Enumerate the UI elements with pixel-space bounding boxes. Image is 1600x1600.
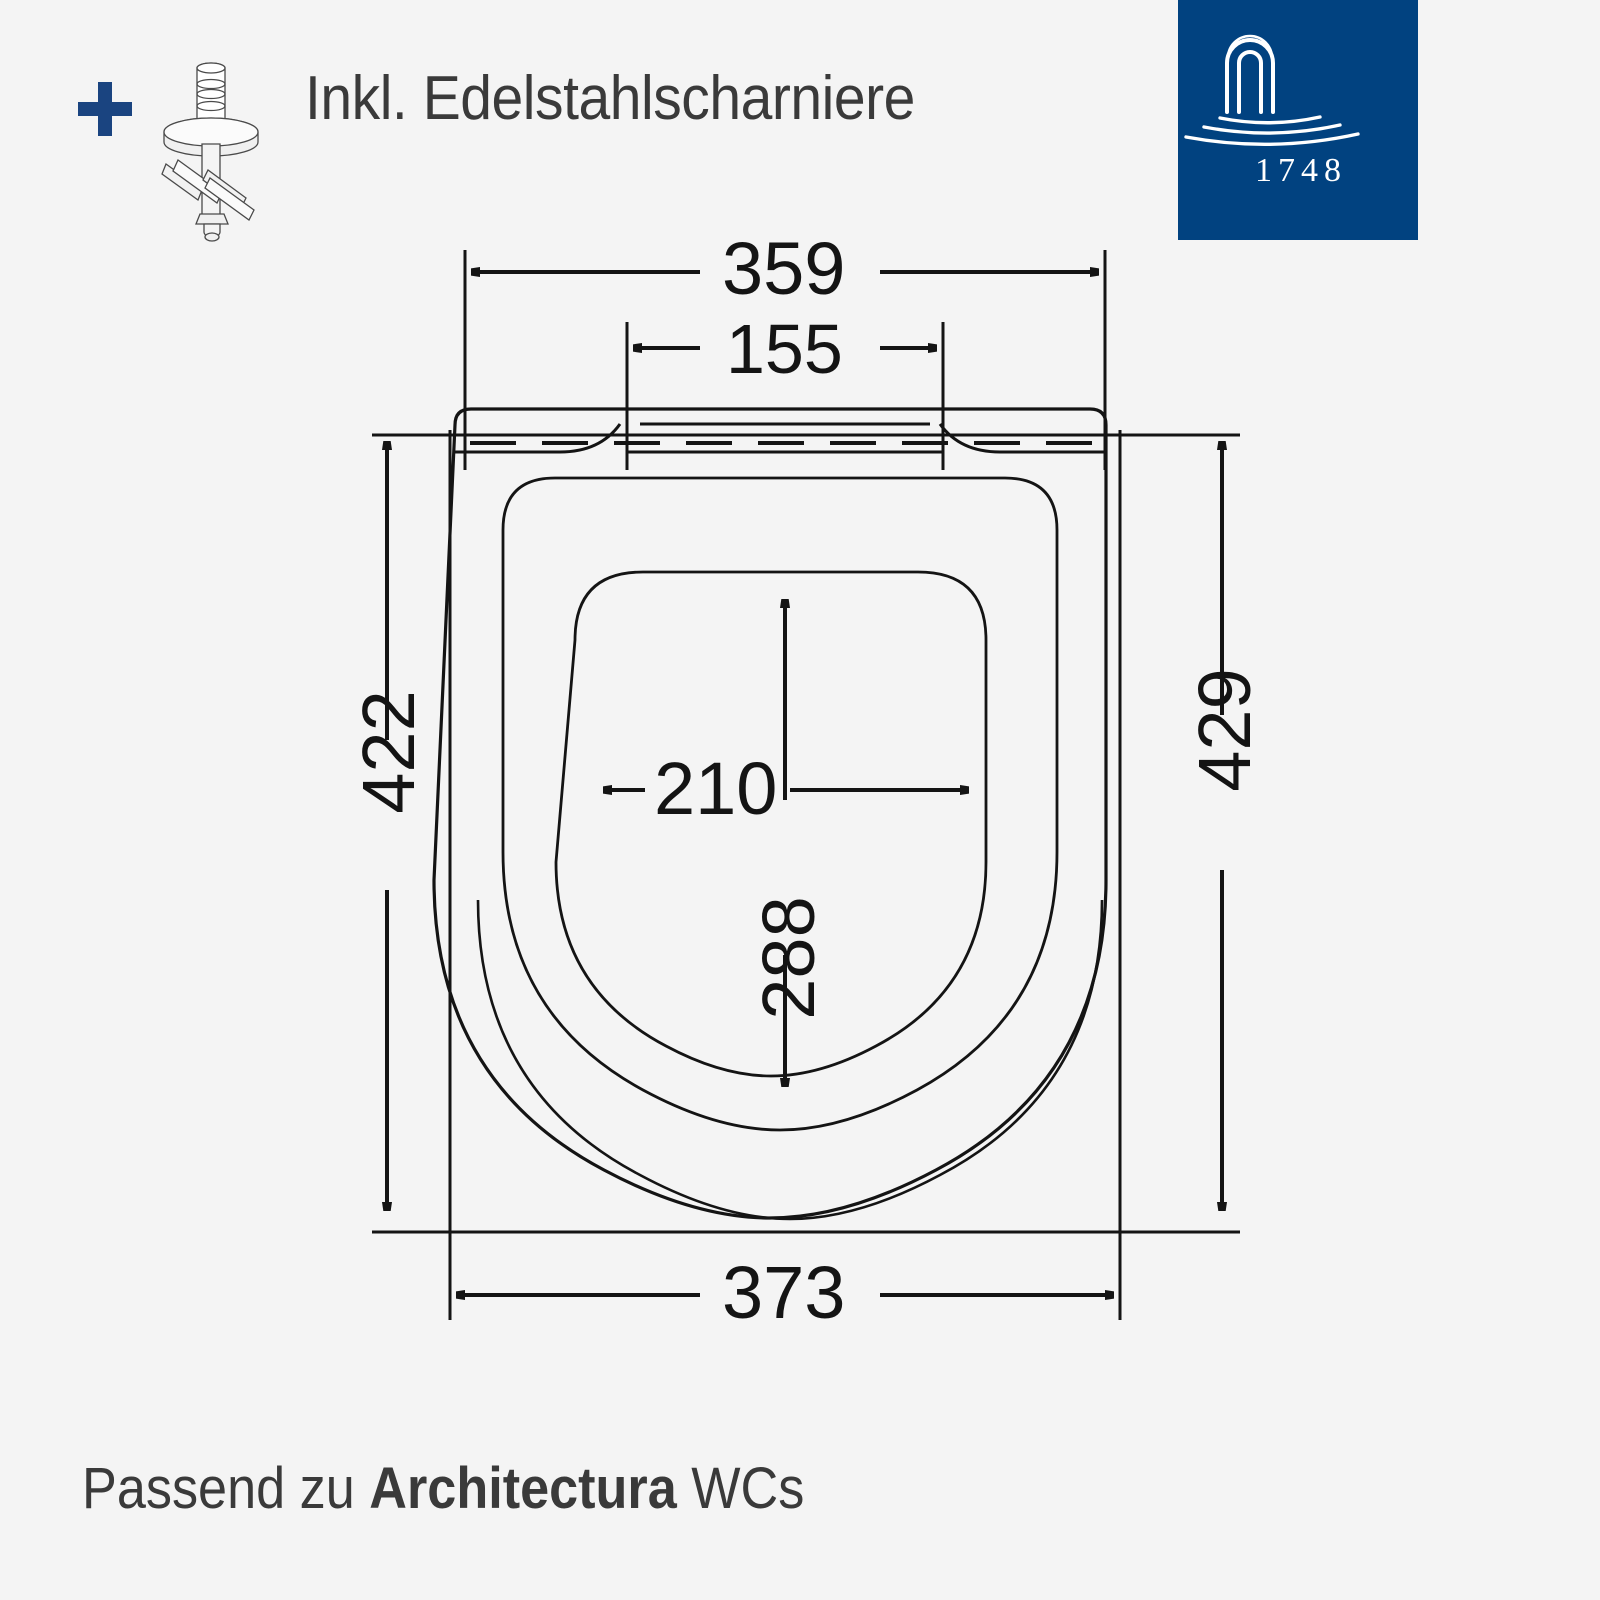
header-title: Inkl. Edelstahlscharniere (305, 64, 915, 133)
hinge-detail (455, 409, 1106, 454)
seat-outline (432, 407, 1108, 1221)
fountain-mark-icon (1184, 34, 1360, 146)
dimension-label-288: 288 (747, 896, 830, 1020)
plus-icon (78, 82, 132, 136)
seat-opening-outline (554, 570, 988, 1078)
footer-caption-suffix: WCs (676, 1456, 805, 1521)
footer-caption-prefix: Passend zu (82, 1456, 370, 1521)
dimension-lines (387, 272, 1222, 1295)
dimension-label-155: 155 (726, 310, 843, 388)
dimension-label-429: 429 (1183, 668, 1266, 792)
dimension-label-373: 373 (722, 1251, 846, 1334)
hinge-bolt-icon (161, 62, 259, 242)
dimension-label-359: 359 (722, 227, 846, 310)
header: Inkl. Edelstahlscharniere (0, 0, 1160, 242)
seat-ring-outline (501, 476, 1059, 1132)
dimension-label-422: 422 (347, 690, 430, 814)
logo-year: 1748 (1255, 152, 1347, 189)
dimension-label-210: 210 (654, 747, 778, 830)
footer-caption: Passend zu Architectura WCs (82, 1455, 804, 1523)
brand-logo: 1748 (1178, 0, 1418, 240)
extension-lines (372, 250, 1240, 1320)
footer-caption-brand: Architectura (369, 1456, 677, 1521)
